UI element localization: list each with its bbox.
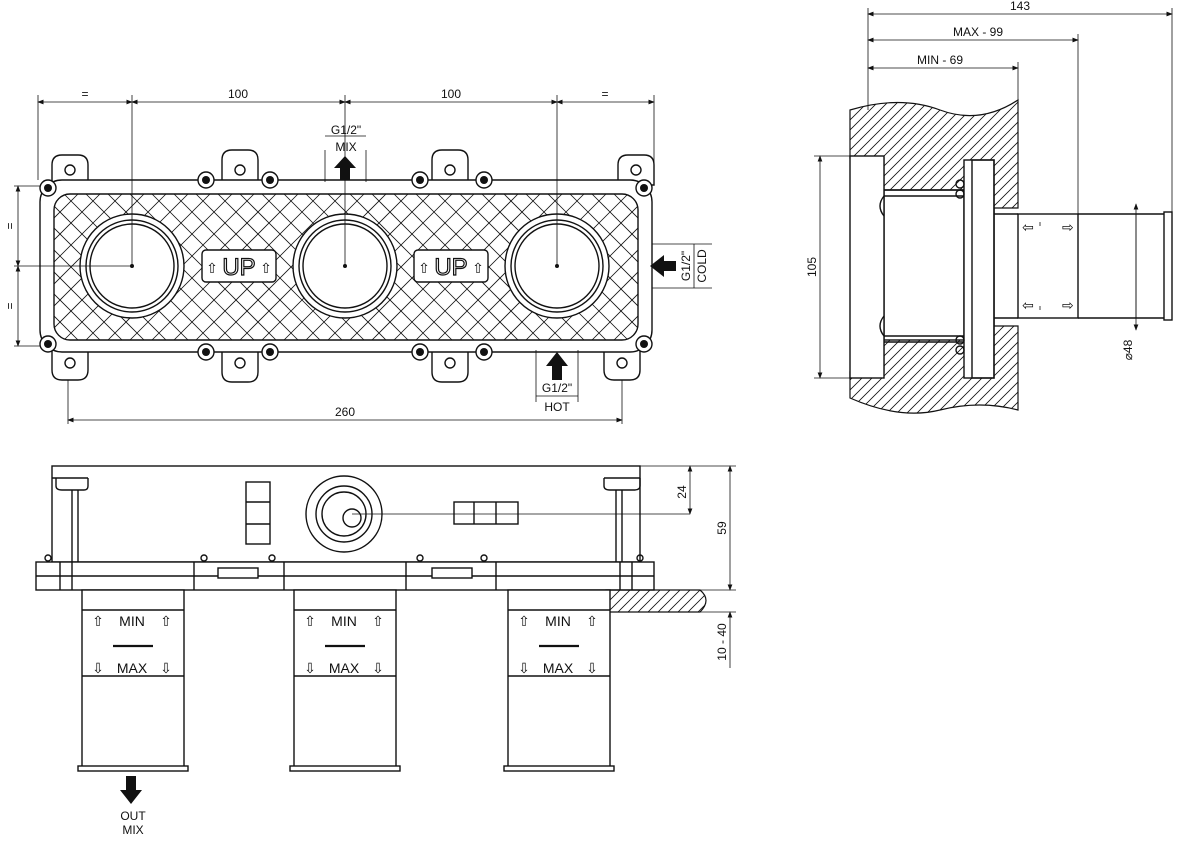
dim-bottom-height: 59 (715, 521, 729, 535)
svg-text:⇩: ⇩ (160, 660, 172, 676)
floor-hatch (605, 589, 707, 613)
extension-tube-right (503, 589, 615, 772)
extension-tube-left (77, 589, 189, 772)
svg-text:⇦: ⇦ (1022, 219, 1034, 235)
min-max-center: ⇧ MIN ⇧ ⇩ MAX ⇩ (304, 613, 384, 676)
mix-thread-label: G1/2" (331, 123, 361, 137)
svg-text:⇧: ⇧ (418, 260, 430, 276)
extension-tube-center (289, 589, 401, 772)
dim-bottom-range: 10 - 40 (715, 623, 729, 661)
dim-front-vert-eq-bottom: = (3, 302, 17, 309)
mix-arrow-icon (334, 156, 356, 180)
front-top-lugs (51, 149, 655, 186)
dim-side-height: 105 (805, 257, 819, 277)
front-center-lines (14, 95, 655, 424)
dim-front-spacing-1: 100 (228, 87, 248, 101)
side-screws (955, 179, 965, 355)
cold-port: G1/2" COLD (650, 243, 712, 289)
dim-side-min: MIN - 69 (917, 53, 963, 67)
svg-text:⇧: ⇧ (260, 260, 272, 276)
dim-bottom-offset: 24 (675, 485, 689, 499)
dim-front-right-eq: = (601, 87, 608, 101)
front-frame-inner (53, 193, 639, 341)
hot-port-label: HOT (544, 400, 570, 414)
svg-text:⇧: ⇧ (92, 613, 104, 629)
svg-text:⇧: ⇧ (160, 613, 172, 629)
max-label-center: MAX (329, 660, 360, 676)
svg-text:⇩: ⇩ (586, 660, 598, 676)
cold-port-label: COLD (695, 249, 709, 283)
max-label-right: MAX (543, 660, 574, 676)
svg-text:⇧: ⇧ (206, 260, 218, 276)
svg-text:⇩: ⇩ (372, 660, 384, 676)
side-body (963, 159, 995, 379)
svg-text:⇨: ⇨ (1062, 297, 1074, 313)
dim-front-vert-eq-top: = (3, 222, 17, 229)
min-label-left: MIN (119, 613, 145, 629)
up-marker-right: UP ⇧ ⇧ (413, 249, 489, 283)
side-sleeve (1017, 213, 1079, 319)
svg-text:⇩: ⇩ (518, 660, 530, 676)
svg-text:⇦: ⇦ (1022, 297, 1034, 313)
bottom-view: ⇧ MIN ⇧ ⇩ MAX ⇩ ⇧ MIN ⇧ ⇩ MAX ⇩ ⇧ MIN ⇧ … (35, 465, 736, 837)
hot-port: G1/2" HOT (535, 350, 579, 414)
max-label-left: MAX (117, 660, 148, 676)
hot-thread-label: G1/2" (542, 381, 572, 395)
out-arrow-icon (120, 776, 142, 804)
min-max-right: ⇧ MIN ⇧ ⇩ MAX ⇩ (518, 613, 598, 676)
min-max-left: ⇧ MIN ⇧ ⇩ MAX ⇩ (92, 613, 172, 676)
out-sub-label: MIX (122, 823, 143, 837)
side-front-flange (849, 155, 885, 379)
dim-side-diameter: ⌀48 (1121, 339, 1135, 360)
svg-text:⇨: ⇨ (1062, 219, 1074, 235)
front-bottom-lugs (51, 349, 641, 383)
out-label: OUT (120, 809, 146, 823)
svg-text:⇧: ⇧ (372, 613, 384, 629)
mix-port: G1/2" MIX (324, 123, 367, 182)
wall-cavity (883, 189, 965, 341)
svg-text:⇧: ⇧ (304, 613, 316, 629)
side-dimensions (814, 8, 1173, 379)
mix-port-label: MIX (335, 140, 356, 154)
svg-text:⇧: ⇧ (518, 613, 530, 629)
min-label-right: MIN (545, 613, 571, 629)
up-text-left: UP (222, 254, 255, 281)
min-label-center: MIN (331, 613, 357, 629)
dim-side-max: MAX - 99 (953, 25, 1003, 39)
dim-front-overall: 260 (335, 405, 355, 419)
bottom-dimensions (640, 465, 736, 668)
up-text-right: UP (434, 254, 467, 281)
svg-text:⇧: ⇧ (586, 613, 598, 629)
dim-side-overall: 143 (1010, 0, 1030, 13)
front-dimensions (15, 99, 655, 423)
svg-text:⇩: ⇩ (304, 660, 316, 676)
front-screws (39, 171, 653, 361)
dim-front-spacing-2: 100 (441, 87, 461, 101)
hot-arrow-icon (546, 352, 568, 380)
cold-thread-label: G1/2" (679, 251, 693, 281)
up-marker-left: UP ⇧ ⇧ (201, 249, 277, 283)
front-view: UP ⇧ ⇧ UP ⇧ ⇧ (3, 87, 712, 424)
svg-text:⇩: ⇩ (92, 660, 104, 676)
side-view: ⇦ ⇨ ⇦ ⇨ 143 MAX - 99 MIN - 69 105 ⌀48 (805, 0, 1173, 414)
svg-text:⇧: ⇧ (472, 260, 484, 276)
dim-front-left-eq: = (81, 87, 88, 101)
cold-arrow-icon (650, 255, 676, 277)
